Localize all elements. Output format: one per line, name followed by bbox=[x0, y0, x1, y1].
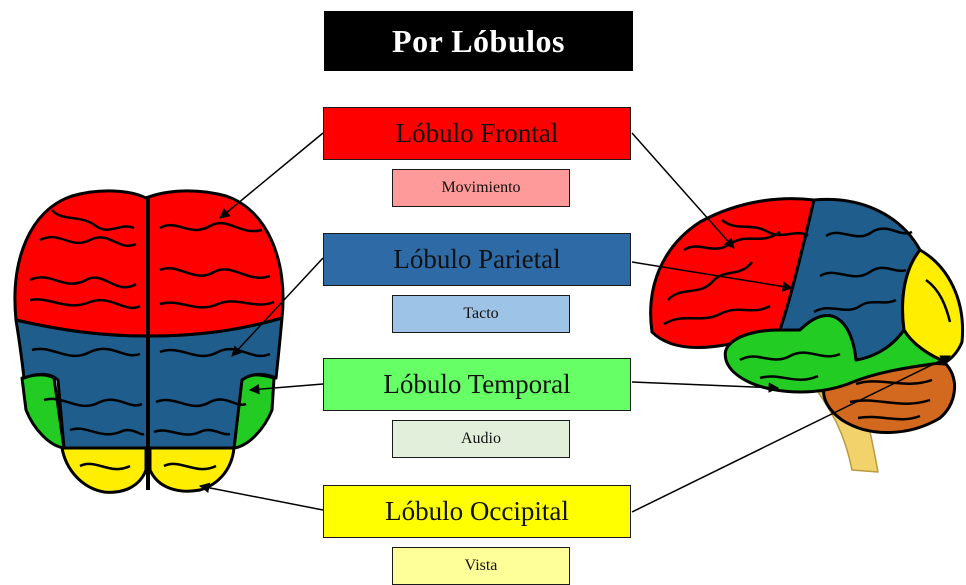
connector-parietal-left bbox=[231, 257, 324, 357]
connector-frontal-left bbox=[219, 132, 324, 219]
connector-temporal-right bbox=[631, 381, 780, 393]
connector-parietal-right bbox=[631, 261, 794, 292]
connector-frontal-right bbox=[631, 132, 735, 249]
lobe-frontal-box: Lóbulo Frontal bbox=[323, 107, 631, 160]
connector-occipital-left bbox=[198, 482, 324, 511]
function-temporal-box: Audio bbox=[392, 420, 570, 458]
function-occipital-box: Vista bbox=[392, 547, 570, 585]
lobe-occipital-box: Lóbulo Occipital bbox=[323, 485, 631, 538]
connector-temporal-left bbox=[248, 383, 324, 395]
brain-top-view bbox=[13, 189, 285, 494]
function-frontal-box: Movimiento bbox=[392, 169, 570, 207]
lobe-temporal-box: Lóbulo Temporal bbox=[323, 358, 631, 411]
function-parietal-box: Tacto bbox=[392, 295, 570, 333]
brain-side-view bbox=[649, 197, 965, 473]
connector-occipital-right bbox=[631, 355, 951, 513]
page-title: Por Lóbulos bbox=[324, 11, 633, 71]
connector-lines bbox=[198, 132, 951, 513]
lobe-parietal-box: Lóbulo Parietal bbox=[323, 233, 631, 286]
top-view-occipital bbox=[60, 446, 236, 494]
